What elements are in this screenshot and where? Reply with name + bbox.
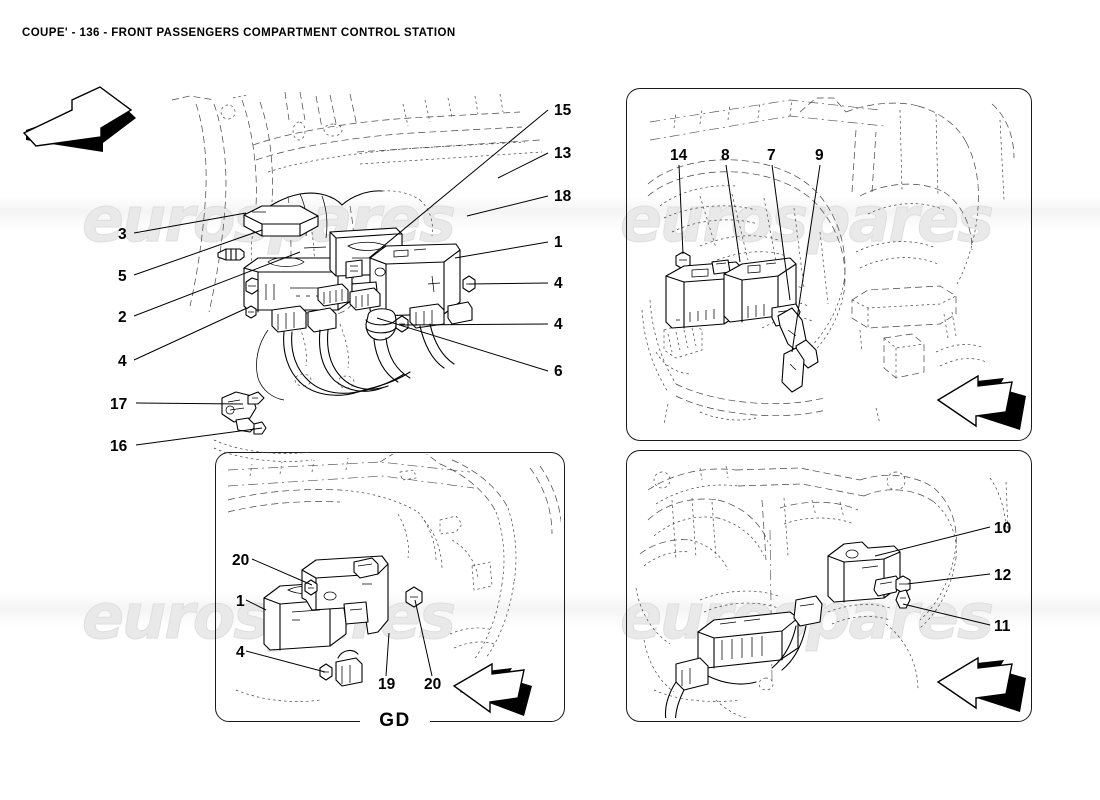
- callout-6[interactable]: 6: [554, 363, 563, 380]
- component-part-6: [365, 308, 397, 341]
- callout-3[interactable]: 3: [118, 226, 127, 243]
- callout-10[interactable]: 10: [994, 520, 1012, 537]
- panel-footer-label-gd: GD: [360, 708, 430, 734]
- leader-3: [133, 212, 247, 234]
- leader-13: [497, 152, 549, 179]
- bracket-center: [329, 227, 403, 277]
- leader-4-right-b: [399, 323, 549, 326]
- connector-blocks: [271, 283, 473, 333]
- callout-1-bl[interactable]: 1: [236, 593, 245, 610]
- leader-1: [454, 241, 549, 259]
- leader-16: [135, 427, 263, 446]
- leader-6: [376, 317, 549, 372]
- callout-7[interactable]: 7: [767, 147, 776, 164]
- leader-2: [133, 251, 301, 317]
- callout-11[interactable]: 11: [994, 618, 1011, 635]
- callout-8[interactable]: 8: [721, 147, 730, 164]
- leader-4-right-a: [468, 282, 549, 285]
- wiring-harness: [256, 323, 455, 401]
- leader-18: [466, 195, 549, 217]
- callout-9[interactable]: 9: [815, 147, 824, 164]
- callout-14[interactable]: 14: [670, 147, 688, 164]
- callout-20-upper[interactable]: 20: [232, 552, 250, 569]
- direction-arrow-main: [22, 86, 136, 152]
- callout-4-right-a[interactable]: 4: [554, 275, 563, 292]
- panel-bottom-right: [626, 450, 1032, 722]
- callout-17[interactable]: 17: [110, 396, 128, 413]
- watermark-text: eurospares: [81, 183, 456, 257]
- control-module-left: [243, 231, 353, 313]
- callout-5[interactable]: 5: [118, 268, 127, 285]
- ecu-module-part-1: [369, 243, 461, 319]
- page-title: COUPE' - 136 - FRONT PASSENGERS COMPARTM…: [22, 27, 456, 39]
- leader-4-left: [133, 307, 248, 361]
- panel-top-right: [626, 88, 1032, 441]
- callout-20-lower[interactable]: 20: [424, 676, 442, 693]
- nut-part-4-bottom: [395, 315, 409, 333]
- callout-4-bl[interactable]: 4: [236, 644, 245, 661]
- callout-13[interactable]: 13: [554, 145, 572, 162]
- callout-15[interactable]: 15: [554, 102, 572, 119]
- bracket-assembly-17-16: [221, 391, 267, 435]
- callout-4-right-b[interactable]: 4: [554, 316, 563, 333]
- nut-part-4-right: [462, 275, 476, 293]
- callout-12[interactable]: 12: [994, 567, 1012, 584]
- callout-2[interactable]: 2: [118, 309, 127, 326]
- callout-18[interactable]: 18: [554, 188, 572, 205]
- leader-15: [368, 109, 549, 259]
- callout-1[interactable]: 1: [554, 234, 563, 251]
- callout-16[interactable]: 16: [110, 438, 128, 455]
- callout-4-left[interactable]: 4: [118, 353, 127, 370]
- leader-17: [135, 402, 244, 405]
- leader-5: [133, 229, 263, 276]
- nut-part-4-left: [245, 305, 257, 319]
- callout-19[interactable]: 19: [378, 676, 396, 693]
- screw-part-5: [217, 248, 245, 261]
